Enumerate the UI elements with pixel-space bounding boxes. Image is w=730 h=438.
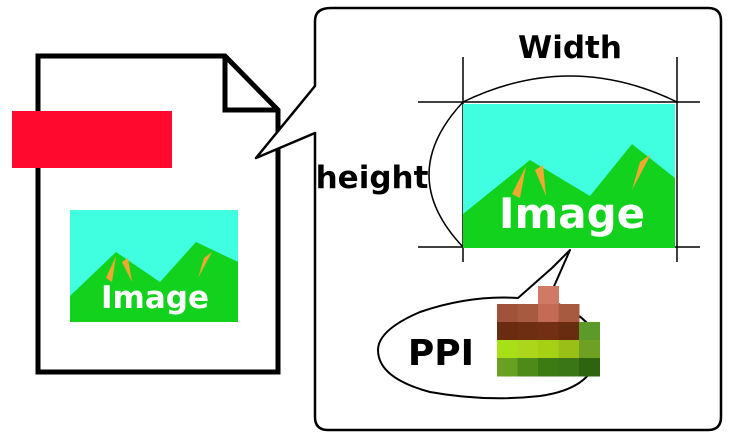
pixel-cell <box>497 358 518 377</box>
pixel-cell <box>538 286 559 305</box>
pixel-cell <box>517 340 539 359</box>
pixel-cell <box>538 340 559 359</box>
pixel-cell <box>579 340 600 359</box>
small-image-label: Image <box>101 280 209 316</box>
pixel-cell <box>558 340 580 359</box>
small-image-mountains <box>70 242 238 322</box>
pixel-cell <box>497 322 518 341</box>
pixel-cell <box>558 304 580 323</box>
large-image-mountain-highlight <box>512 154 651 198</box>
pixel-cell <box>538 358 559 377</box>
pixel-cell <box>579 322 600 341</box>
small-image-thumbnail: Image <box>70 210 238 322</box>
width-bracket <box>462 75 678 103</box>
pixel-cell <box>558 358 580 377</box>
pixel-cell <box>517 322 539 341</box>
ppi-label: PPI <box>408 333 474 374</box>
pixel-cell <box>558 322 580 341</box>
small-image-mountain-highlight <box>106 252 212 282</box>
pixel-cell <box>538 322 559 341</box>
large-image-mountains <box>463 144 675 248</box>
ppi-callout: PPI <box>377 249 600 400</box>
pixel-cell <box>579 358 600 377</box>
pixel-cell <box>497 304 518 323</box>
pixel-cell <box>517 304 539 323</box>
height-label: height <box>316 160 429 196</box>
document-fold <box>222 56 278 113</box>
pixel-cell <box>538 304 559 323</box>
large-image: Image <box>463 104 675 248</box>
red-header-bar <box>12 111 172 168</box>
pixel-cell <box>497 340 518 359</box>
pixel-cell <box>517 358 539 377</box>
height-bracket <box>428 101 464 248</box>
pixel-grid <box>497 286 600 377</box>
width-label: Width <box>518 30 622 66</box>
large-image-label: Image <box>499 189 645 238</box>
